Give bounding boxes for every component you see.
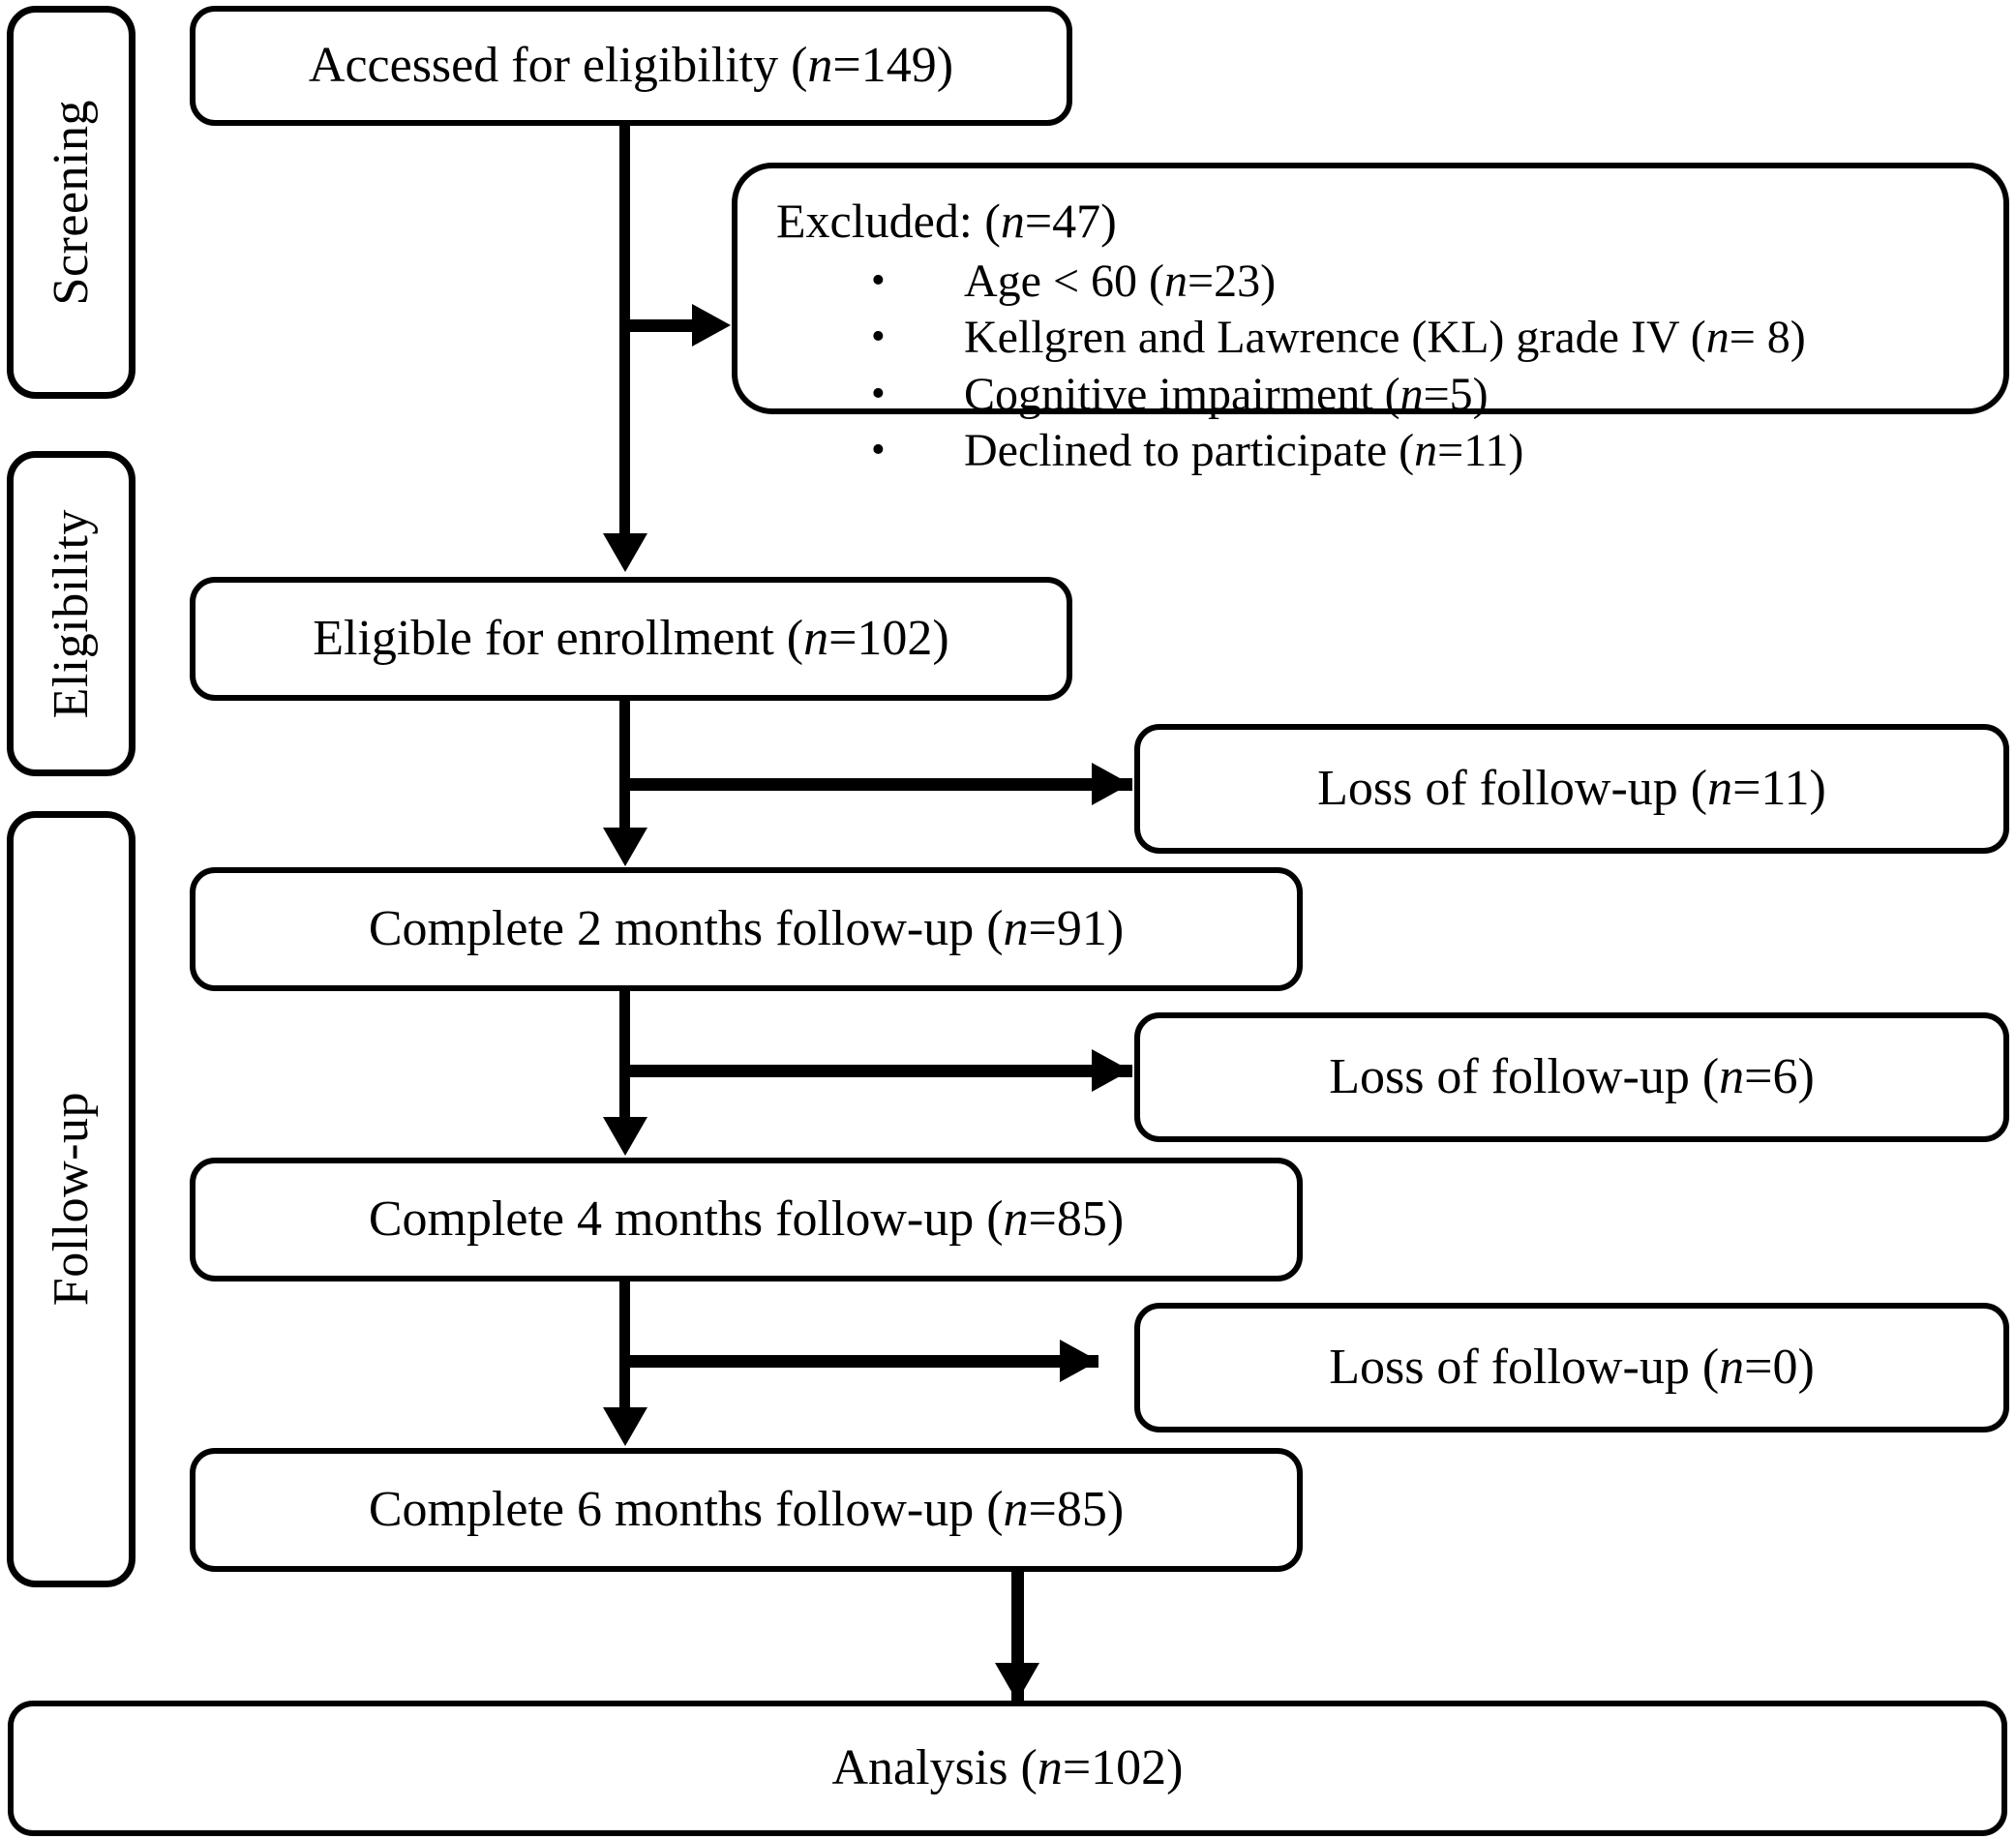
node-analysis: Analysis (n=102): [8, 1701, 2007, 1836]
node-complete-2-months: Complete 2 months follow-up (n=91): [190, 867, 1303, 991]
excluded-reason-text: Kellgren and Lawrence (KL) grade IV (n= …: [964, 312, 1806, 364]
node-complete-6-months: Complete 6 months follow-up (n=85): [190, 1448, 1303, 1572]
excluded-reason-text: Declined to participate (n=11): [964, 425, 1524, 477]
excluded-content: Excluded: (n=47) • Age < 60 (n=23) • Kel…: [737, 168, 2003, 501]
connector-to-excluded: [624, 319, 704, 332]
connector-to-loss2: [624, 778, 1132, 791]
arrowhead-complete6-to-analysis: [995, 1663, 1039, 1702]
node-assessed-for-eligibility-label: Accessed for eligibility (n=149): [308, 38, 954, 94]
bullet-icon: •: [871, 371, 886, 416]
node-eligible-for-enrollment-label: Eligible for enrollment (n=102): [313, 611, 949, 667]
stage-label-eligibility: Eligibility: [7, 451, 135, 776]
connector-assessed-to-eligible: [619, 126, 630, 556]
excluded-reason-text: Cognitive impairment (n=5): [964, 368, 1489, 420]
arrowhead-complete4-to-complete6: [603, 1407, 647, 1446]
stage-label-screening: Screening: [7, 6, 135, 399]
stage-label-screening-text: Screening: [44, 99, 99, 306]
connector-complete2-to-complete4: [619, 991, 630, 1136]
list-item: • Cognitive impairment (n=5): [871, 367, 1971, 424]
list-item: • Declined to participate (n=11): [871, 423, 1971, 480]
node-loss-of-followup-4months-label: Loss of follow-up (n=6): [1329, 1049, 1815, 1105]
excluded-reason-list: • Age < 60 (n=23) • Kellgren and Lawrenc…: [770, 254, 1971, 480]
bullet-icon: •: [871, 428, 886, 473]
excluded-heading: Excluded: (n=47): [776, 194, 1117, 248]
node-assessed-for-eligibility: Accessed for eligibility (n=149): [190, 6, 1072, 126]
node-complete-4-months-label: Complete 4 months follow-up (n=85): [368, 1191, 1125, 1248]
node-loss-of-followup-4months: Loss of follow-up (n=6): [1134, 1012, 2009, 1142]
connector-eligible-to-complete2: [619, 701, 630, 848]
node-eligible-for-enrollment: Eligible for enrollment (n=102): [190, 577, 1072, 701]
node-loss-of-followup-2months: Loss of follow-up (n=11): [1134, 724, 2009, 854]
stage-label-followup: Follow-up: [7, 811, 135, 1587]
arrowhead-to-loss6: [1060, 1340, 1098, 1382]
node-complete-4-months: Complete 4 months follow-up (n=85): [190, 1158, 1303, 1281]
connector-complete4-to-complete6: [619, 1281, 630, 1427]
list-item: • Age < 60 (n=23): [871, 254, 1971, 311]
stage-label-eligibility-text: Eligibility: [44, 508, 99, 719]
arrowhead-assessed-to-eligible: [603, 533, 647, 572]
bullet-icon: •: [871, 257, 886, 303]
arrowhead-to-loss2: [1092, 763, 1130, 805]
excluded-reason-text: Age < 60 (n=23): [964, 255, 1277, 307]
arrowhead-complete2-to-complete4: [603, 1117, 647, 1156]
arrowhead-to-loss4: [1092, 1049, 1130, 1092]
node-complete-6-months-label: Complete 6 months follow-up (n=85): [368, 1482, 1125, 1538]
node-loss-of-followup-6months: Loss of follow-up (n=0): [1134, 1303, 2009, 1432]
connector-to-loss4: [624, 1065, 1132, 1077]
list-item: • Kellgren and Lawrence (KL) grade IV (n…: [871, 310, 1971, 367]
arrowhead-to-excluded: [692, 304, 731, 347]
node-analysis-label: Analysis (n=102): [831, 1740, 1184, 1796]
connector-to-loss6: [624, 1355, 1098, 1368]
node-complete-2-months-label: Complete 2 months follow-up (n=91): [368, 901, 1125, 957]
stage-label-followup-text: Follow-up: [44, 1092, 99, 1307]
arrowhead-eligible-to-complete2: [603, 828, 647, 866]
node-loss-of-followup-6months-label: Loss of follow-up (n=0): [1329, 1340, 1815, 1396]
bullet-icon: •: [871, 315, 886, 360]
node-loss-of-followup-2months-label: Loss of follow-up (n=11): [1317, 761, 1826, 817]
node-excluded: Excluded: (n=47) • Age < 60 (n=23) • Kel…: [732, 163, 2009, 476]
